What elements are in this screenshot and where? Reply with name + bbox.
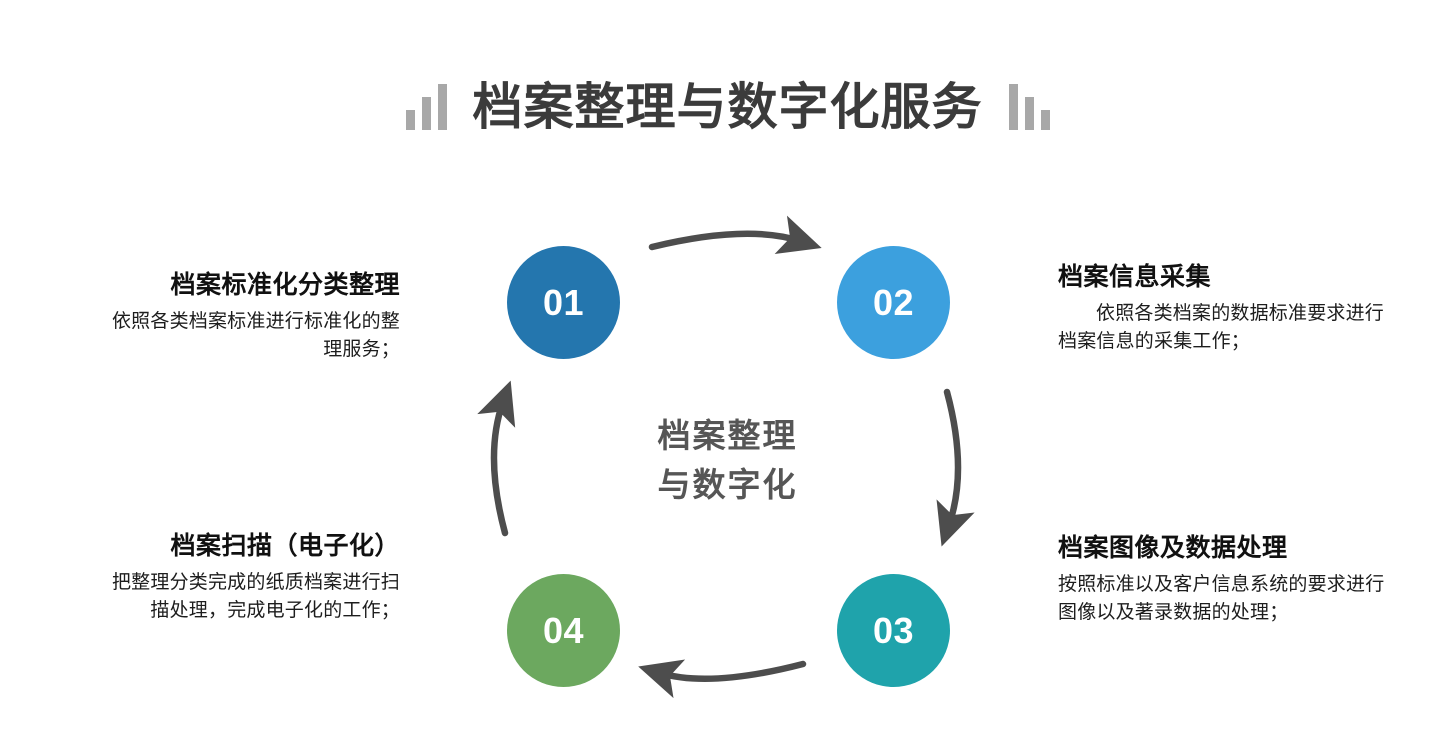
page-title: 档案整理与数字化服务 xyxy=(472,79,983,135)
step-body-03: 按照标准以及客户信息系统的要求进行图像以及著录数据的处理； xyxy=(1058,573,1385,624)
arrow-01-to-02 xyxy=(648,215,822,255)
step-text-02: 档案信息采集 依照各类档案的数据标准要求进行档案信息的采集工作； xyxy=(1058,262,1398,357)
step-heading-01: 档案标准化分类整理 xyxy=(170,271,400,299)
ascending-bars-icon xyxy=(405,84,447,130)
center-label-line1: 档案整理 xyxy=(657,417,798,454)
step-circle-01[interactable]: 01 xyxy=(507,246,620,359)
step-body-04: 把整理分类完成的纸质档案进行扫描处理，完成电子化的工作； xyxy=(111,571,400,622)
center-label-line2: 与数字化 xyxy=(657,465,798,503)
page-title-row: 档案整理与数字化服务 xyxy=(0,72,1455,142)
step-body-02: 依照各类档案的数据标准要求进行档案信息的采集工作； xyxy=(1058,302,1385,353)
step-text-03: 档案图像及数据处理 按照标准以及客户信息系统的要求进行图像以及著录数据的处理； xyxy=(1058,533,1398,628)
arrow-03-to-04 xyxy=(638,659,807,699)
step-circle-02[interactable]: 02 xyxy=(837,246,950,359)
step-text-04: 档案扫描（电子化） 把整理分类完成的纸质档案进行扫描处理，完成电子化的工作； xyxy=(60,531,400,626)
step-heading-03: 档案图像及数据处理 xyxy=(1058,534,1288,562)
step-circle-04[interactable]: 04 xyxy=(507,574,620,687)
step-heading-02: 档案信息采集 xyxy=(1058,263,1212,291)
center-label: 档案整理 与数字化 xyxy=(565,412,890,510)
arrow-02-to-03 xyxy=(936,388,975,547)
descending-bars-icon xyxy=(1008,84,1050,130)
step-text-01: 档案标准化分类整理 依照各类档案标准进行标准化的整理服务； xyxy=(60,270,400,365)
step-circle-03[interactable]: 03 xyxy=(837,574,950,687)
step-body-01: 依照各类档案标准进行标准化的整理服务； xyxy=(111,310,400,361)
step-heading-04: 档案扫描（电子化） xyxy=(170,532,400,560)
arrow-04-to-01 xyxy=(477,380,516,537)
